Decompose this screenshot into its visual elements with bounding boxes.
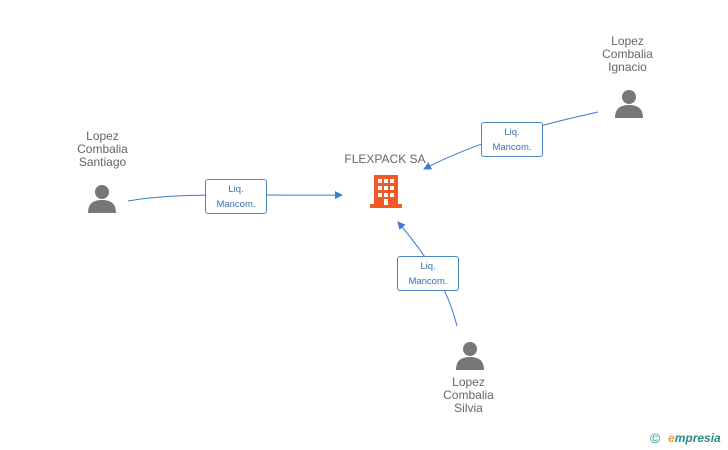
person-label-santiago[interactable]: Lopez Combalia Santiago [77,129,128,169]
person-icon[interactable] [455,340,485,370]
relation-type: Mancom. [492,142,532,153]
relation-label-ignacio[interactable]: Liq. Mancom. [481,122,543,157]
relation-role: Liq. [420,261,436,272]
brand-logo: empresia [668,431,721,445]
relation-type: Mancom. [408,276,448,287]
copyright-icon: © [650,430,661,446]
company-name[interactable]: FLEXPACK SA [344,152,426,166]
building-icon[interactable] [369,173,403,209]
person-label-ignacio[interactable]: Lopez Combalia Ignacio [602,34,653,74]
person-icon[interactable] [87,183,117,213]
person-label-silvia[interactable]: Lopez Combalia Silvia [443,375,494,415]
relation-role: Liq. [228,184,244,195]
brand-logo-text: mpresia [674,431,721,445]
relation-role: Liq. [504,127,520,138]
relation-label-silvia[interactable]: Liq. Mancom. [397,256,459,291]
relation-type: Mancom. [216,199,256,210]
relation-label-santiago[interactable]: Liq. Mancom. [205,179,267,214]
person-icon[interactable] [614,88,644,118]
brand-logo-e: e [668,431,675,445]
